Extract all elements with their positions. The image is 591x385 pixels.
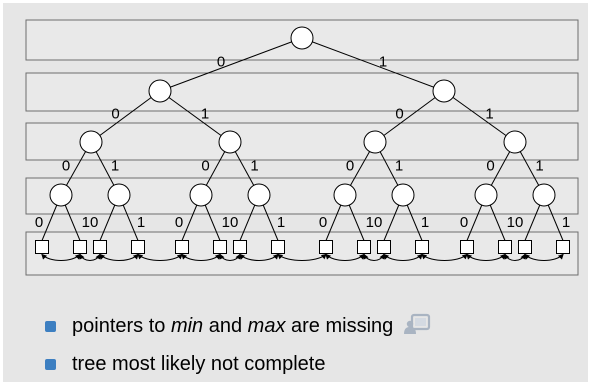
leaf-box [518,240,532,254]
edge-label-10: 10 [507,214,524,231]
tree-node [333,183,357,207]
edge-label-1: 1 [250,158,258,175]
tree-node [189,183,213,207]
edge-label-0: 0 [175,214,183,231]
tree-node [474,183,498,207]
tree-node [363,130,387,154]
edge-label-1: 1 [562,214,570,231]
tree-node [79,130,103,154]
leaf-pointer-arc [325,253,365,262]
leaf-box [357,240,371,254]
leaf-pointer-arc [421,253,468,262]
tree-edge [159,90,231,143]
edge-label-0: 0 [486,158,494,175]
edge-label-1: 1 [137,214,145,231]
edge-label-0: 0 [201,158,209,175]
leaf-pointer-arc [239,253,279,262]
leaf-pointer-arc [79,253,101,262]
edge-label-0: 0 [35,214,43,231]
edge-label-1: 1 [395,158,403,175]
tree-node [107,183,131,207]
level-band-5 [25,231,579,276]
leaf-pointer-arc [363,253,385,262]
edge-label-1: 1 [535,158,543,175]
level-bands [25,19,579,276]
leaf-box [93,240,107,254]
leaf-box [233,240,247,254]
edge-label-0: 0 [346,158,354,175]
leaf-box [213,240,227,254]
leaf-pointer-arc [466,253,506,262]
tree-nodes [49,26,556,207]
leaf-pointer-arc [277,253,327,262]
leaf-box [377,240,391,254]
tree-node [432,79,456,103]
tree-edge [301,37,445,92]
edge-label-1: 1 [111,158,119,175]
edge-label-1: 1 [421,214,429,231]
edge-label-10: 10 [222,214,239,231]
tree-node [148,79,172,103]
tree-edge [443,90,516,143]
tree-node [218,130,242,154]
tree-edge [159,37,303,92]
tree-edge [374,90,445,143]
leaf-box [271,240,285,254]
leaf-box [556,240,570,254]
tree-node [290,26,314,50]
leaf-pointer-arc [219,253,241,262]
tree-node [503,130,527,154]
leaf-box [319,240,333,254]
edge-label-1: 1 [485,106,493,123]
leaf-pointer-arc [137,253,183,262]
leaf-pointer-arcs [41,253,564,262]
leaf-box [73,240,87,254]
edge-label-0: 0 [319,214,327,231]
leaf-pointer-arc [524,253,564,262]
tree-node [247,183,271,207]
edge-label-10: 10 [82,214,99,231]
edge-label-1: 1 [379,54,387,71]
edge-label-1: 1 [201,106,209,123]
leaf-pointer-arc [504,253,526,262]
edge-label-0: 0 [62,158,70,175]
tree-node [391,183,415,207]
edge-label-0: 0 [111,106,119,123]
edge-label-1: 1 [277,214,285,231]
edge-label-0: 0 [460,214,468,231]
leaf-box [131,240,145,254]
leaf-pointer-arc [383,253,423,262]
leaf-pointer-arc [181,253,221,262]
level-band-3 [25,122,579,161]
edge-label-0: 0 [395,106,403,123]
edge-label-0: 0 [217,54,225,71]
leaf-box [498,240,512,254]
tree-node [49,183,73,207]
leaf-box [35,240,49,254]
level-band-2 [25,72,579,112]
leaf-pointer-arc [41,253,81,262]
tree-node [532,183,556,207]
leaf-box [175,240,189,254]
edge-label-10: 10 [366,214,383,231]
leaf-boxes [35,240,570,254]
leaf-pointer-arc [99,253,139,262]
leaf-box [415,240,429,254]
leaf-box [460,240,474,254]
tree-edge [90,90,161,143]
